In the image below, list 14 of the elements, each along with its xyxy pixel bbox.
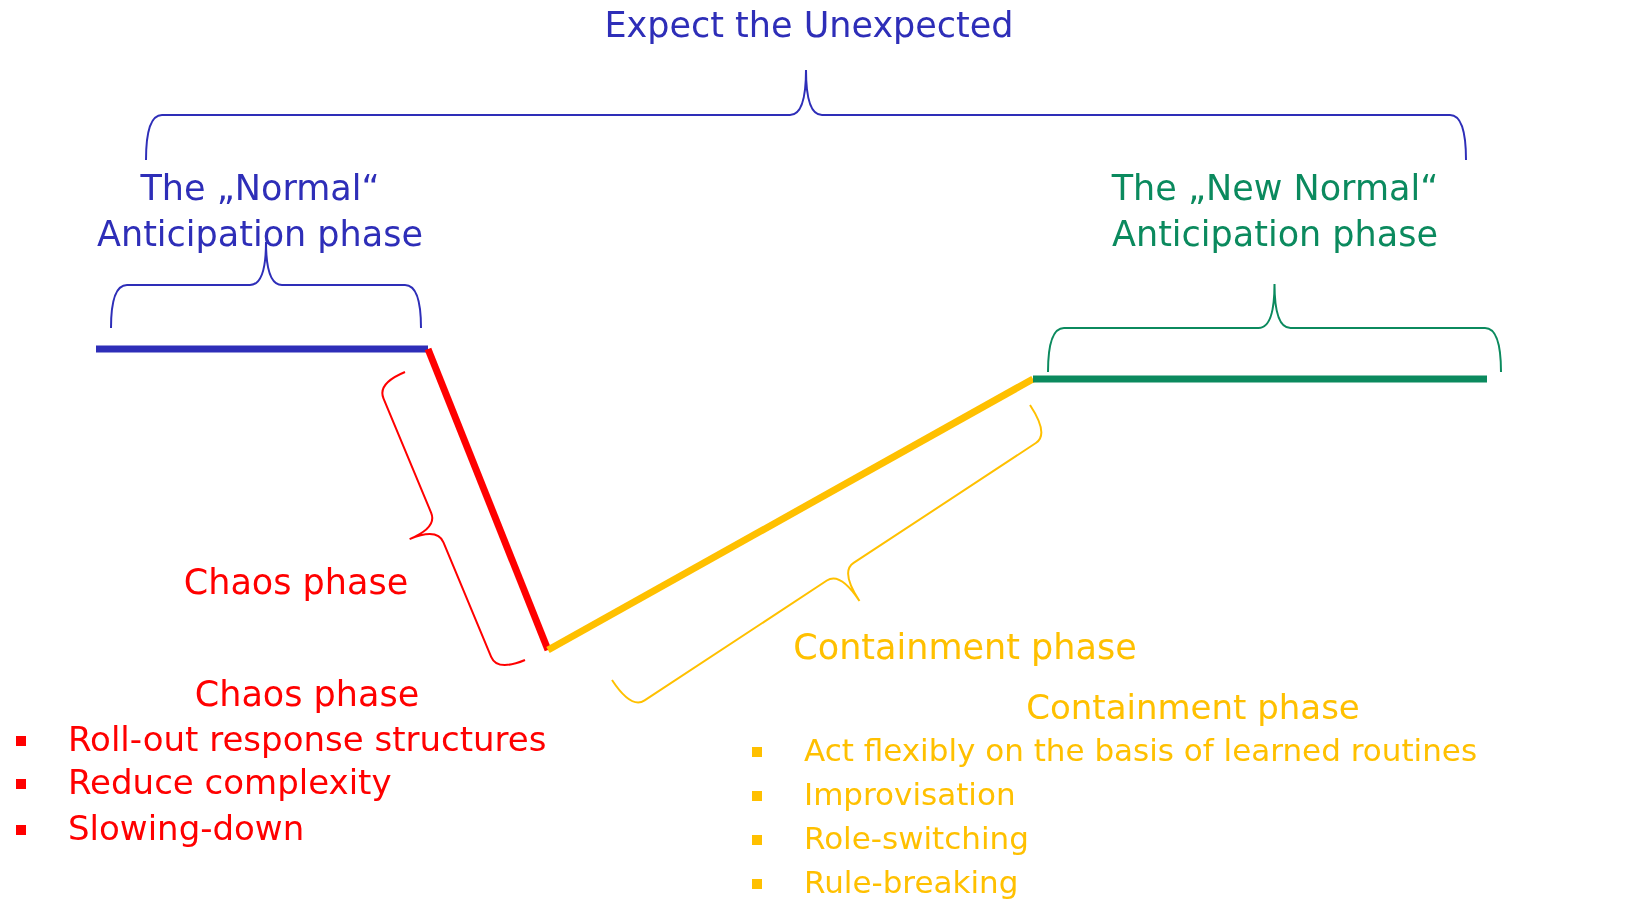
phase-label: Containment phase xyxy=(793,626,1137,669)
list-item: Reduce complexity xyxy=(68,761,392,804)
list-item: Role-switching xyxy=(804,819,1029,858)
list-item: Slowing-down xyxy=(68,807,305,850)
list-item: Act flexibly on the basis of learned routines xyxy=(804,731,1478,770)
list-item: Roll-out response structures xyxy=(68,718,547,761)
list-heading: Chaos phase xyxy=(194,673,420,716)
title: Expect the Unexpected xyxy=(604,4,1014,47)
phase-label: The „New Normal“ Anticipation phase xyxy=(1110,167,1440,256)
list-heading: Containment phase xyxy=(1026,686,1360,729)
phase-label: The „Normal“ Anticipation phase xyxy=(96,167,424,256)
list-item: Rule-breaking xyxy=(804,863,1019,902)
phase-label: Chaos phase xyxy=(183,561,409,604)
list-item: Improvisation xyxy=(804,775,1016,814)
